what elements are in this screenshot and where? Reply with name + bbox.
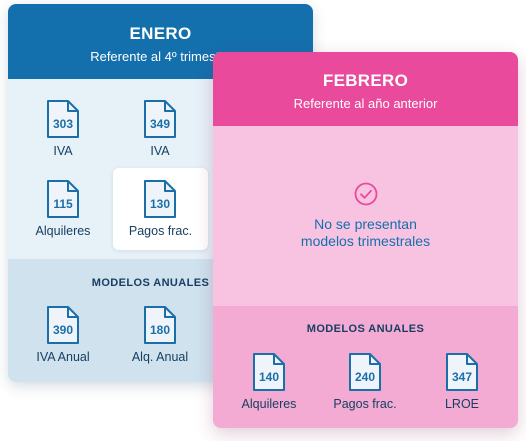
document-icon: 303 — [46, 99, 80, 139]
message-line-1: No se presentan — [314, 216, 417, 232]
form-240[interactable]: 240 Pagos frac. — [320, 342, 410, 422]
form-390[interactable]: 390 IVA Anual — [18, 295, 108, 375]
form-label: Alquileres — [35, 224, 91, 238]
form-347[interactable]: 347 LROE — [417, 342, 507, 422]
annual-section-title: MODELOS ANUALES — [306, 323, 425, 335]
check-circle-icon — [354, 182, 378, 206]
enero-subtitle: Referente al 4º trimestre — [90, 49, 231, 64]
form-code: 390 — [52, 323, 74, 337]
form-140[interactable]: 140 Alquileres — [224, 342, 314, 422]
form-label: IVA — [150, 144, 170, 158]
form-115[interactable]: 115 Alquileres — [18, 169, 108, 249]
message-line-2: modelos trimestrales — [300, 233, 431, 249]
form-label: Alq. Anual — [131, 350, 189, 364]
document-icon: 390 — [46, 305, 80, 345]
form-180[interactable]: 180 Alq. Anual — [115, 295, 205, 375]
form-code: 140 — [258, 370, 280, 384]
febrero-annual-section: MODELOS ANUALES 140 Alquileres 240 Pagos… — [213, 306, 518, 428]
form-code: 240 — [354, 370, 376, 384]
document-icon: 140 — [252, 352, 286, 392]
form-label: Pagos frac. — [333, 397, 397, 411]
document-icon: 347 — [445, 352, 479, 392]
document-icon: 180 — [143, 305, 177, 345]
febrero-header: FEBRERO Referente al año anterior — [213, 52, 518, 126]
form-code: 349 — [149, 117, 171, 131]
febrero-card: FEBRERO Referente al año anterior No se … — [213, 52, 518, 428]
form-303[interactable]: 303 IVA — [18, 89, 108, 169]
annual-section-title: MODELOS ANUALES — [91, 277, 210, 289]
form-label: Pagos frac. — [128, 224, 193, 238]
febrero-title: FEBRERO — [322, 71, 409, 90]
document-icon: 240 — [348, 352, 382, 392]
document-icon: 130 — [143, 179, 177, 219]
form-349[interactable]: 349 IVA — [115, 89, 205, 169]
form-label: LROE — [444, 397, 480, 411]
form-label: IVA Anual — [36, 350, 90, 364]
form-code: 303 — [52, 117, 74, 131]
form-code: 180 — [149, 323, 171, 337]
form-code: 130 — [149, 197, 171, 211]
form-label: IVA — [53, 144, 73, 158]
form-130[interactable]: 130 Pagos frac. — [113, 168, 208, 250]
document-icon: 349 — [143, 99, 177, 139]
form-label: Alquileres — [241, 397, 297, 411]
enero-title: ENERO — [129, 24, 192, 43]
form-code: 347 — [451, 370, 473, 384]
febrero-subtitle: Referente al año anterior — [293, 96, 438, 111]
form-code: 115 — [53, 197, 73, 211]
no-quarterly-message: No se presentan modelos trimestrales — [213, 216, 518, 250]
document-icon: 115 — [46, 179, 80, 219]
febrero-monthly-section: No se presentan modelos trimestrales — [213, 126, 518, 306]
